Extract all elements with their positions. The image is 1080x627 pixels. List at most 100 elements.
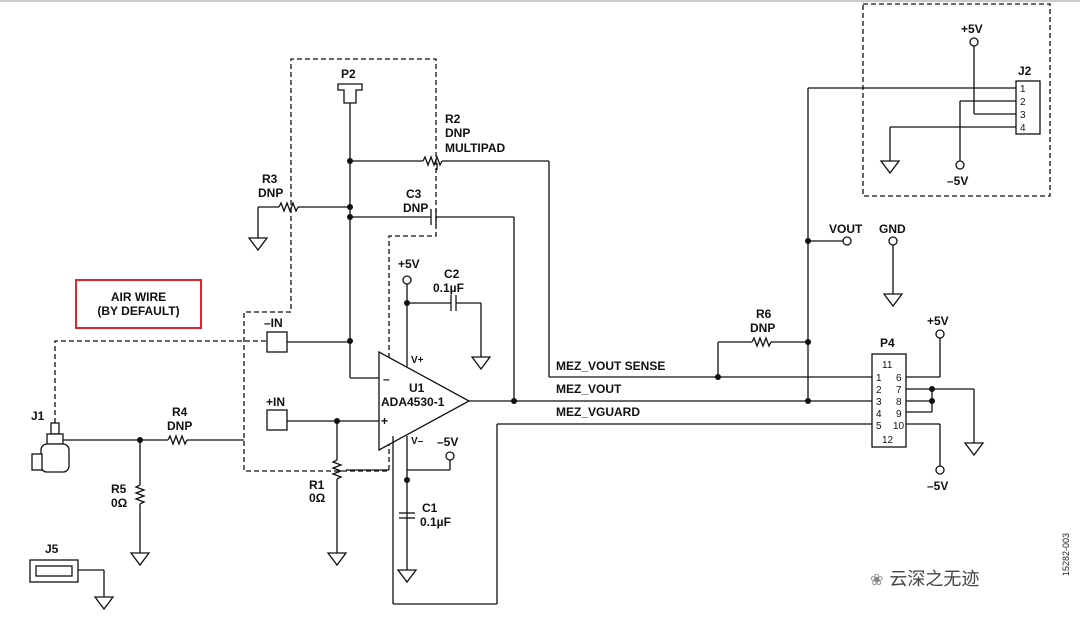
p4-pin-4: 4 bbox=[876, 409, 882, 420]
u1-vplus-label: V+ bbox=[411, 355, 424, 366]
r6-resistor bbox=[751, 336, 772, 348]
j2-pin-2: 2 bbox=[1020, 97, 1026, 108]
j1-label: J1 bbox=[31, 409, 45, 423]
p4-pins-right: 6 7 8 9 10 bbox=[893, 373, 905, 432]
vout-terminal bbox=[842, 236, 852, 246]
p4-pin-2: 2 bbox=[876, 385, 882, 396]
r5-label: R5 bbox=[111, 482, 127, 496]
r2-label: R2 bbox=[445, 112, 461, 126]
p4-pin-11: 11 bbox=[882, 360, 893, 371]
air-wire-dashed bbox=[54, 340, 268, 423]
r2-dnp-label: DNP bbox=[445, 126, 470, 140]
u1-noninverting-sign: + bbox=[381, 414, 388, 428]
p2-connector-symbol bbox=[337, 83, 363, 104]
plus-in-label: +IN bbox=[266, 395, 285, 409]
j5-ground-symbol bbox=[93, 596, 115, 611]
top-border bbox=[0, 0, 1080, 2]
watermark: ❀ 云深之无迹 bbox=[870, 565, 979, 591]
plus5v-u1-label: +5V bbox=[398, 257, 420, 271]
p4-pin-5: 5 bbox=[876, 421, 882, 432]
p4-ground-symbol bbox=[963, 442, 985, 457]
minus-in-pad bbox=[266, 331, 288, 353]
gnd-label: GND bbox=[879, 222, 906, 236]
p4-pin-7: 7 bbox=[896, 385, 902, 396]
doc-id: 15282-003 bbox=[1061, 532, 1071, 576]
j5-label: J5 bbox=[45, 542, 59, 556]
r6-dnp-label: DNP bbox=[750, 321, 775, 335]
c3-dnp-label: DNP bbox=[403, 201, 428, 215]
p4-pin-10: 10 bbox=[893, 421, 905, 432]
r1-resistor bbox=[331, 459, 343, 480]
c1-label: C1 bbox=[422, 501, 438, 515]
mez-vout-sense-label: MEZ_VOUT SENSE bbox=[556, 359, 665, 373]
j2-pin-4: 4 bbox=[1020, 123, 1026, 134]
u1-part-label: ADA4530-1 bbox=[381, 395, 445, 409]
minus-in-label: –IN bbox=[264, 316, 283, 330]
r4-dnp-label: DNP bbox=[167, 419, 192, 433]
air-wire-line1: AIR WIRE bbox=[110, 290, 167, 304]
mez-vguard-label: MEZ_VGUARD bbox=[556, 405, 640, 419]
r4-label: R4 bbox=[172, 405, 188, 419]
c1-value-label: 0.1µF bbox=[420, 515, 451, 529]
minus5v-p4-terminal bbox=[935, 465, 945, 475]
c2-ground-symbol bbox=[470, 356, 492, 371]
r5-value-label: 0Ω bbox=[111, 496, 128, 510]
air-wire-annotation: AIR WIRE (BY DEFAULT) bbox=[75, 279, 202, 329]
u1-opamp bbox=[378, 350, 471, 452]
minus5v-p4-label: –5V bbox=[927, 479, 948, 493]
plus5v-j2-label: +5V bbox=[961, 22, 983, 36]
j1-connector bbox=[31, 422, 140, 473]
p4-pin-1: 1 bbox=[876, 373, 882, 384]
mez-vout-label: MEZ_VOUT bbox=[556, 382, 622, 396]
r1-ground-symbol bbox=[326, 552, 348, 567]
j2-pin-3: 3 bbox=[1020, 110, 1026, 121]
j2-connector bbox=[1015, 80, 1041, 135]
u1-label: U1 bbox=[409, 381, 425, 395]
p4-label: P4 bbox=[880, 336, 895, 350]
c2-value-label: 0.1µF bbox=[433, 281, 464, 295]
minus5v-u1-terminal bbox=[445, 451, 455, 461]
air-wire-line2: (BY DEFAULT) bbox=[97, 304, 180, 318]
r5-resistor bbox=[134, 484, 146, 505]
r2-resistor bbox=[422, 155, 443, 167]
minus5v-u1-label: –5V bbox=[437, 435, 458, 449]
r3-ground-symbol bbox=[247, 237, 269, 252]
r2-multipad-label: MULTIPAD bbox=[445, 141, 506, 155]
wechat-logo-icon: ❀ bbox=[870, 570, 884, 589]
plus5v-u1-terminal bbox=[402, 275, 412, 285]
p2-label: P2 bbox=[341, 67, 356, 81]
j2-pin-1: 1 bbox=[1020, 84, 1026, 95]
c2-label: C2 bbox=[444, 267, 460, 281]
minus5v-j2-label: –5V bbox=[947, 174, 968, 188]
plus5v-p4-terminal bbox=[935, 329, 945, 339]
p4-pin-6: 6 bbox=[896, 373, 902, 384]
gnd-terminal bbox=[888, 236, 898, 246]
r6-label: R6 bbox=[756, 307, 772, 321]
c3-label: C3 bbox=[406, 187, 422, 201]
r3-label: R3 bbox=[262, 172, 278, 186]
j2-label: J2 bbox=[1018, 64, 1032, 78]
c1-ground-symbol bbox=[396, 569, 418, 584]
vout-label: VOUT bbox=[829, 222, 863, 236]
p4-pins-left: 11 1 2 3 4 5 12 bbox=[876, 360, 894, 446]
r1-value-label: 0Ω bbox=[309, 491, 326, 505]
plus5v-p4-label: +5V bbox=[927, 314, 949, 328]
r1-label: R1 bbox=[309, 478, 325, 492]
r3-resistor bbox=[278, 201, 299, 213]
plus-in-pad bbox=[266, 409, 288, 431]
r5-ground-symbol bbox=[129, 552, 151, 567]
r3-dnp-label: DNP bbox=[258, 186, 283, 200]
r4-resistor bbox=[167, 434, 188, 446]
watermark-text: 云深之无迹 bbox=[889, 569, 980, 590]
p4-pin-3: 3 bbox=[876, 397, 882, 408]
gnd-ground-symbol bbox=[882, 293, 904, 308]
u1-vminus-label: V– bbox=[411, 436, 424, 447]
dnp-dashed-box-top bbox=[243, 58, 437, 472]
minus5v-j2-terminal bbox=[955, 160, 965, 170]
p4-pin-8: 8 bbox=[896, 397, 902, 408]
u1-inverting-sign: – bbox=[383, 372, 390, 386]
plus5v-j2-terminal bbox=[969, 37, 979, 47]
p4-pin-12: 12 bbox=[882, 435, 894, 446]
j2-dashed-box bbox=[862, 3, 1051, 197]
